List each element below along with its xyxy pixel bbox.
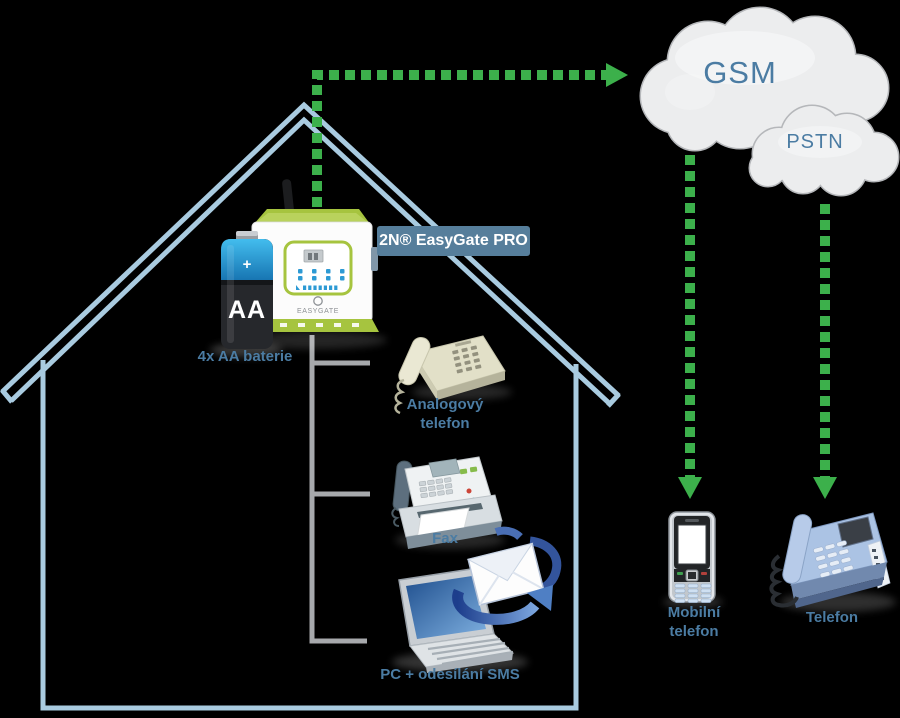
battery-cell-text: AA <box>228 296 266 324</box>
analog-phone <box>394 335 506 415</box>
house-outline <box>0 101 621 711</box>
gsm-network-label: GSM <box>703 55 777 90</box>
arrow-gsm-to-mobile <box>678 155 702 499</box>
mobile-phone <box>668 511 716 603</box>
telephone-label: Telefon <box>805 609 859 626</box>
telephone-cord <box>769 554 799 608</box>
telephone-display <box>837 516 874 548</box>
sms-envelope <box>452 526 562 625</box>
fax-machine <box>391 456 503 549</box>
analog-handset <box>398 336 431 386</box>
arrow-device-to-gsm <box>312 63 628 207</box>
pc-sms-label: PC + odesílání SMS <box>380 666 520 683</box>
mobile-screen <box>677 524 707 565</box>
laptop-screen <box>406 576 486 639</box>
easygate-logo-icon <box>313 296 323 306</box>
desk-telephone <box>769 512 891 608</box>
device-shadow <box>243 331 387 349</box>
device-logo-text: EasyGate <box>297 308 339 315</box>
analog-cord <box>394 378 406 415</box>
battery-plus-sign: + <box>243 256 252 273</box>
fax-display <box>428 458 461 478</box>
signal-bar <box>296 285 338 290</box>
analog-phone-label: Analogový telefon <box>406 396 484 432</box>
device-panel <box>283 240 353 296</box>
status-led-icons <box>298 269 345 281</box>
device-banner: 2N® EasyGate PRO <box>377 226 530 256</box>
pstn-network-label: PSTN <box>786 131 844 153</box>
laptop-keyboard <box>427 637 514 666</box>
arrow-pstn-to-telephone <box>813 204 837 499</box>
aa-battery: + AA <box>221 231 273 349</box>
device-display <box>303 249 324 263</box>
easygate-device: EasyGate <box>245 179 379 332</box>
fax-label: Fax <box>432 530 458 547</box>
telephone-handset <box>782 514 813 584</box>
laptop <box>398 567 515 673</box>
swirl-arrowhead <box>527 585 553 611</box>
mobile-phone-label: Mobilní telefon <box>667 604 721 640</box>
pstn-cloud <box>748 104 900 197</box>
device-connection-lines <box>309 335 370 644</box>
battery-label: 4x AA baterie <box>197 348 293 365</box>
